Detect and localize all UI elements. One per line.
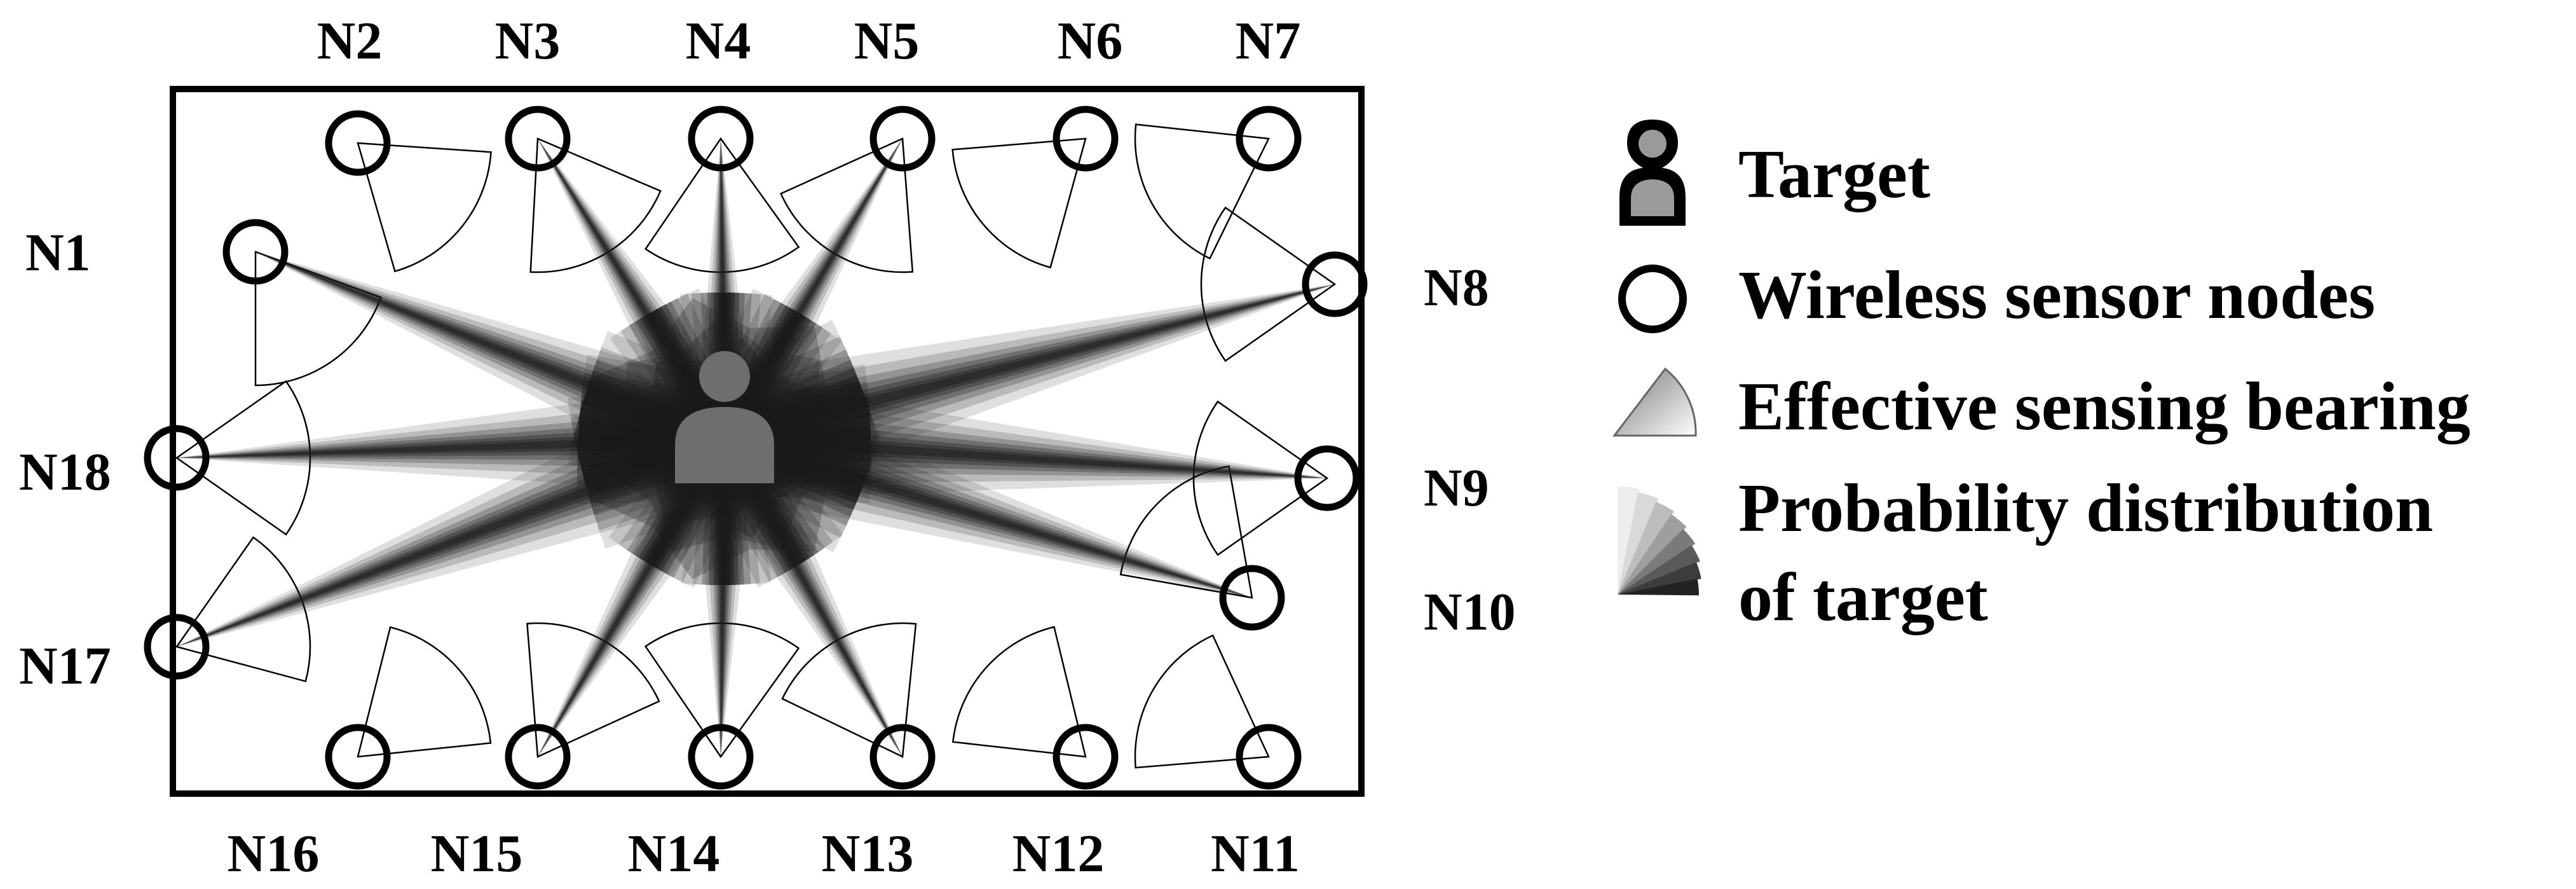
legend-probability-slice [1618,528,1696,595]
sensor-node-n14 [688,724,754,790]
sensor-node-n3 [505,106,571,172]
probability-beam-n13 [610,288,903,757]
sensing-bearings-layer [175,123,1337,769]
sensor-node-n18 [144,425,210,491]
sensor-node-n4 [688,106,754,172]
sensing-bearing-n6 [951,137,1087,269]
node-label-n14: N14 [628,824,720,883]
target-body [675,407,774,483]
sensor-node-n5 [869,106,936,172]
legend-probability-label-line1: Probability distribution [1738,471,2433,546]
probability-beam-n15 [538,294,831,757]
sensor-node-n6 [1053,106,1119,172]
node-label-n16: N16 [228,824,320,883]
sensing-bearing-n2 [357,142,492,273]
legend: Target Wireless sensor nodes Effective s… [1612,120,2470,635]
node-label-n12: N12 [1012,824,1105,883]
sensing-bearing-n13 [781,622,917,758]
node-label-n11: N11 [1211,824,1300,883]
probability-beam-n14 [679,292,773,757]
node-label-n4: N4 [686,11,751,71]
legend-target-icon [1619,120,1686,226]
node-label-n5: N5 [854,11,920,71]
sensing-bearing-n8 [1200,206,1337,362]
node-label-n2: N2 [317,11,383,71]
node-label-n13: N13 [822,824,914,883]
sensing-bearing-n15 [526,622,660,758]
legend-target-label: Target [1738,137,1930,212]
node-label-n8: N8 [1424,258,1489,317]
probability-beam-n10 [568,331,1252,598]
sensor-node-n15 [505,724,571,790]
sensor-node-n17 [144,614,210,680]
probability-beam-n15 [538,289,842,757]
legend-probability-label-line2: of target [1738,560,1988,635]
node-label-n1: N1 [25,223,91,282]
sensing-bearing-n12 [951,626,1087,758]
sensor-node-n9 [1294,445,1360,511]
legend-probability-slice [1618,579,1700,596]
sensor-nodes-layer [144,106,1368,790]
sensor-node-n10 [1219,565,1285,631]
legend-target-fill [1631,179,1674,216]
sensing-bearing-n3 [529,137,662,273]
target-head [699,351,750,402]
sensor-node-n8 [1302,251,1368,317]
sensing-bearing-n17 [175,536,311,682]
node-label-n18: N18 [19,443,111,502]
probability-beam-n17 [177,319,884,647]
sensor-node-n11 [1236,724,1302,790]
legend-probability-slice [1618,562,1701,595]
legend-target-head [1639,130,1666,158]
sensing-bearing-n5 [779,137,914,273]
node-label-n7: N7 [1236,11,1301,71]
target-icon [675,351,774,483]
sensing-bearing-n11 [1134,634,1270,769]
monitoring-area-boundary [170,86,1365,797]
sensing-bearing-n4 [644,137,800,273]
sensing-bearing-n14 [644,622,800,759]
legend-probability-icon [1618,486,1701,596]
node-label-n10: N10 [1424,582,1516,642]
node-label-n9: N9 [1424,458,1489,518]
sensing-bearing-n1 [254,251,382,387]
sensor-node-n16 [325,724,391,790]
sensor-node-n1 [222,219,289,285]
probability-beam-n13 [620,293,903,757]
legend-sensing-bearing-icon [1612,367,1697,437]
legend-probability-slice [1618,502,1675,595]
sensor-node-n2 [325,110,391,176]
sensing-bearing-n16 [357,626,492,758]
sensor-node-n12 [1053,724,1119,790]
node-label-n6: N6 [1058,11,1123,71]
node-label-n17: N17 [19,637,111,696]
node-label-n3: N3 [495,11,561,71]
node-label-n15: N15 [431,824,523,883]
legend-sensing-bearing-label: Effective sensing bearing [1738,369,2470,445]
legend-probability-slice [1618,545,1700,595]
sensing-bearing-n18 [175,380,311,536]
sensing-bearing-n7 [1134,123,1270,260]
sensor-node-n7 [1236,106,1302,172]
legend-probability-slice [1618,492,1659,595]
legend-probability-slice [1618,514,1687,595]
legend-sensor-nodes-label: Wireless sensor nodes [1738,258,2375,333]
legend-sensor-node-icon [1618,265,1687,333]
sensor-node-n13 [869,724,936,790]
sensing-bearing-n10 [1119,465,1253,599]
